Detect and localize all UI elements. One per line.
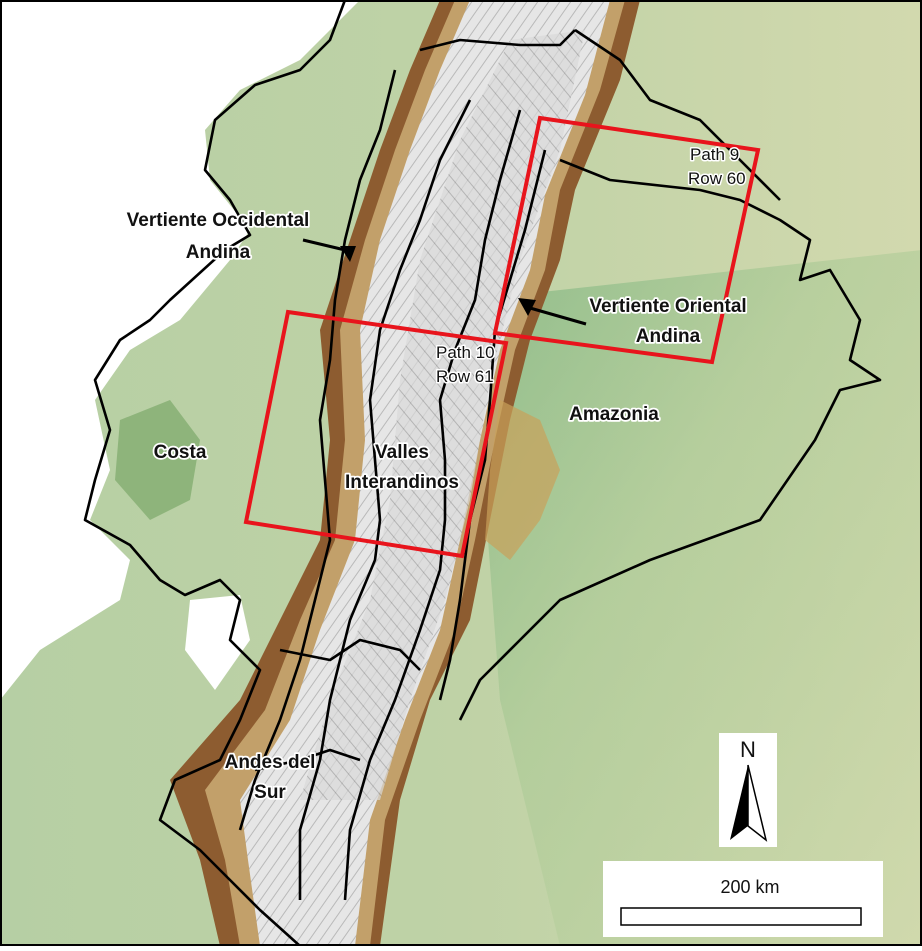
label-scene1-row: Row 60 [688, 169, 746, 188]
label-valles-2: Interandinos [345, 472, 459, 493]
region-boundaries [83, 0, 882, 947]
scale-bar: 200 km [603, 861, 883, 937]
label-scene1-path: Path 9 [690, 145, 739, 164]
gulf-island-water [185, 595, 250, 690]
arrowhead-oriental-icon [518, 298, 536, 316]
label-valles-1: Valles [375, 442, 429, 463]
leader-lines [302, 238, 587, 326]
label-andes-sur-2: Sur [254, 782, 286, 803]
north-label: N [740, 737, 756, 762]
scene-frame-path9-row60 [492, 115, 761, 365]
north-arrow: N [719, 733, 777, 847]
north-arrow-icon [730, 764, 768, 842]
leader-line-oriental [529, 306, 587, 326]
label-andes-sur-1: Andes del [225, 752, 316, 773]
label-vertiente-oriental-1: Vertiente Oriental [589, 296, 746, 317]
label-scene2-path: Path 10 [436, 343, 495, 362]
label-vertiente-oriental-2: Andina [636, 326, 701, 347]
arrowhead-occidental-icon [340, 246, 356, 262]
label-scene2-row: Row 61 [436, 367, 494, 386]
amazon-lowland [470, 250, 922, 946]
scale-bar-graphic [620, 907, 862, 926]
coastal-hills [115, 400, 200, 520]
eastern-volcano [485, 400, 560, 560]
scale-bar-label: 200 km [720, 877, 779, 897]
label-costa: Costa [154, 442, 207, 463]
ocean [0, 0, 360, 700]
label-amazonia: Amazonia [569, 404, 659, 425]
label-vertiente-occidental-2: Andina [186, 242, 251, 263]
leader-line-occidental [302, 238, 346, 252]
scene-frame-path10-row61 [243, 309, 509, 559]
label-vertiente-occidental-1: Vertiente Occidental [127, 210, 310, 231]
